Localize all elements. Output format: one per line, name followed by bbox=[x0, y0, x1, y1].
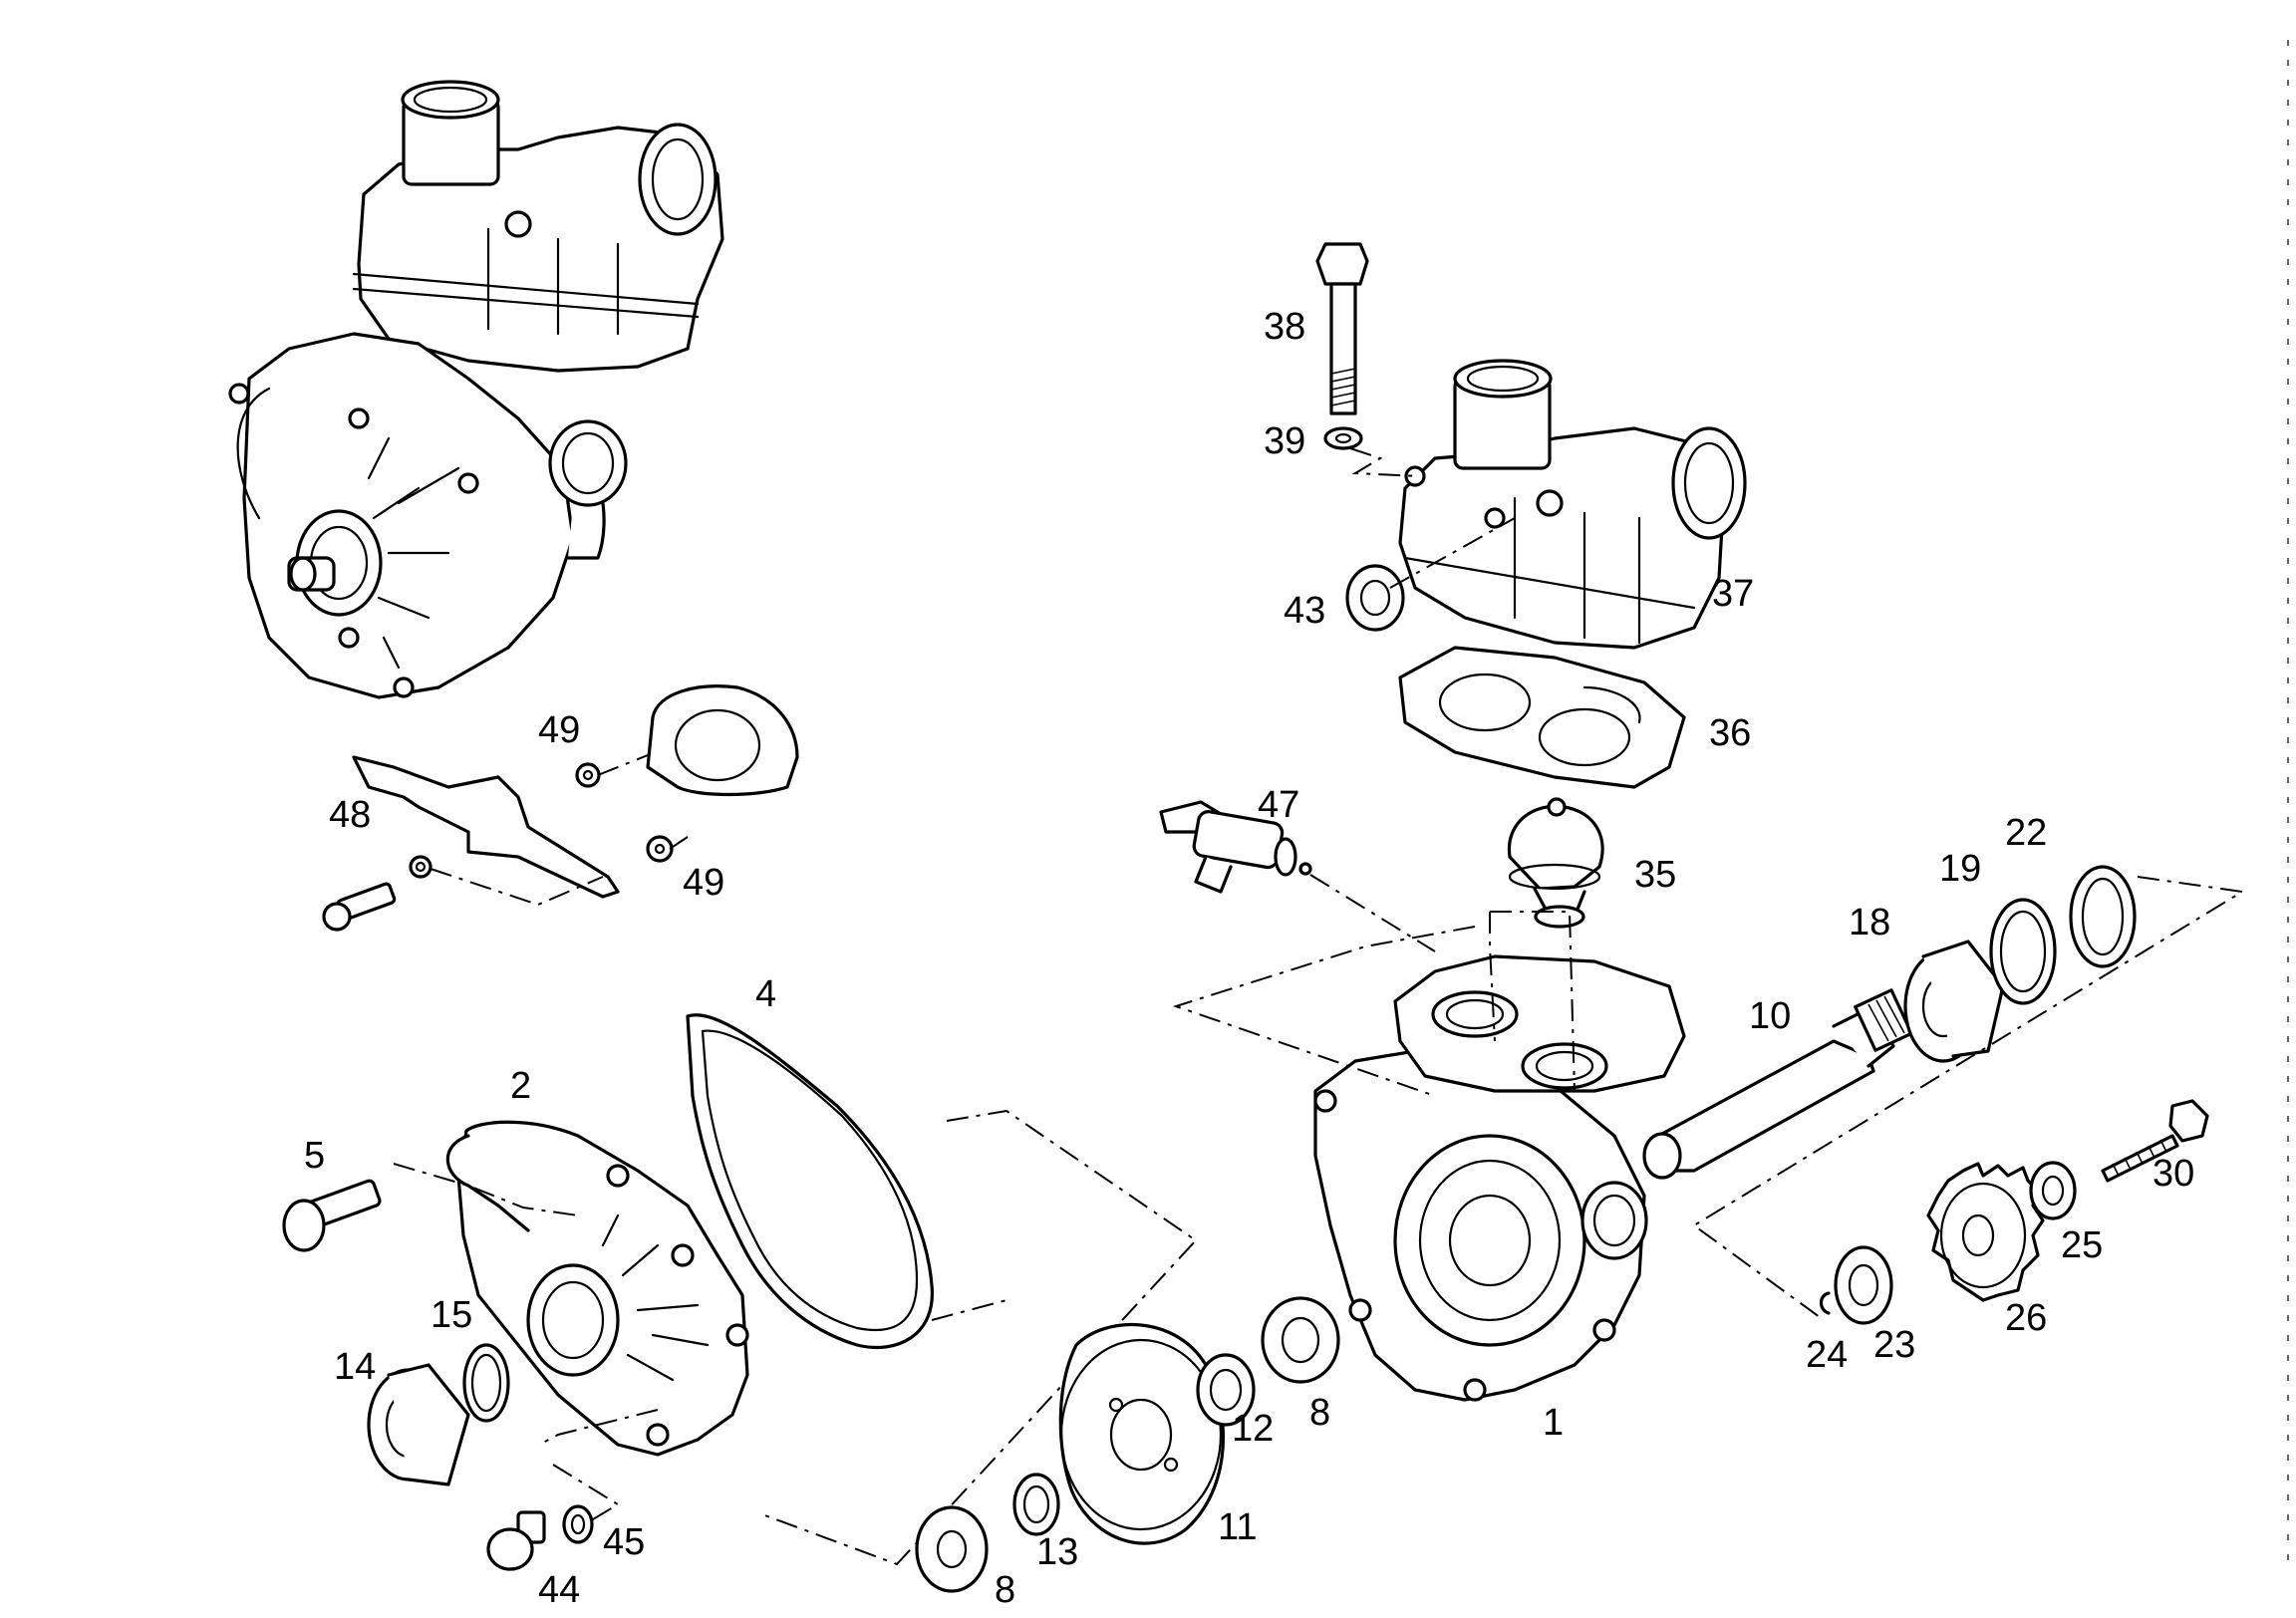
impeller-seal-group bbox=[915, 1296, 1340, 1593]
label-22: 22 bbox=[2005, 812, 2047, 854]
label-49: 49 bbox=[538, 709, 580, 751]
label-23: 23 bbox=[1873, 1324, 1915, 1366]
label-5: 5 bbox=[304, 1135, 325, 1177]
label-14: 14 bbox=[334, 1346, 376, 1388]
label-4: 4 bbox=[755, 973, 776, 1015]
label-15: 15 bbox=[430, 1294, 472, 1336]
label-35: 35 bbox=[1634, 854, 1676, 896]
label-38: 38 bbox=[1264, 306, 1305, 348]
label-36: 36 bbox=[1709, 712, 1751, 754]
label-30: 30 bbox=[2152, 1153, 2194, 1195]
label-18: 18 bbox=[1849, 902, 1890, 944]
bracket-group bbox=[322, 684, 799, 932]
label-39: 39 bbox=[1264, 420, 1305, 462]
gear-group bbox=[1819, 1099, 2209, 1325]
thermostat-housing-group bbox=[1315, 242, 1747, 929]
label-1: 1 bbox=[1543, 1402, 1564, 1444]
label-19: 19 bbox=[1939, 848, 1981, 890]
label-25: 25 bbox=[2061, 1224, 2103, 1266]
assembled-water-pump bbox=[228, 80, 724, 699]
label-11: 11 bbox=[1218, 1506, 1257, 1548]
label-45: 45 bbox=[603, 1521, 645, 1563]
label-2: 2 bbox=[510, 1065, 531, 1107]
label-8: 8 bbox=[995, 1569, 1015, 1611]
label-26: 26 bbox=[2005, 1297, 2047, 1339]
label-8: 8 bbox=[1309, 1392, 1330, 1434]
label-43: 43 bbox=[1284, 590, 1325, 632]
label-49: 49 bbox=[683, 862, 724, 904]
label-24: 24 bbox=[1806, 1334, 1848, 1376]
label-37: 37 bbox=[1712, 573, 1754, 615]
main-housing bbox=[1313, 954, 1686, 1402]
shaft-bearing-group bbox=[1642, 865, 2137, 1180]
label-13: 13 bbox=[1036, 1531, 1078, 1573]
pump-cover-group bbox=[282, 1013, 934, 1571]
label-10: 10 bbox=[1749, 995, 1791, 1037]
label-44: 44 bbox=[538, 1569, 580, 1611]
label-48: 48 bbox=[329, 794, 371, 836]
drain-valve-group bbox=[1159, 800, 1312, 894]
label-47: 47 bbox=[1258, 784, 1299, 826]
label-12: 12 bbox=[1232, 1408, 1274, 1450]
part-number-labels: 1 2 4 5 8 8 10 11 12 13 14 15 18 19 22 2… bbox=[304, 306, 2194, 1611]
